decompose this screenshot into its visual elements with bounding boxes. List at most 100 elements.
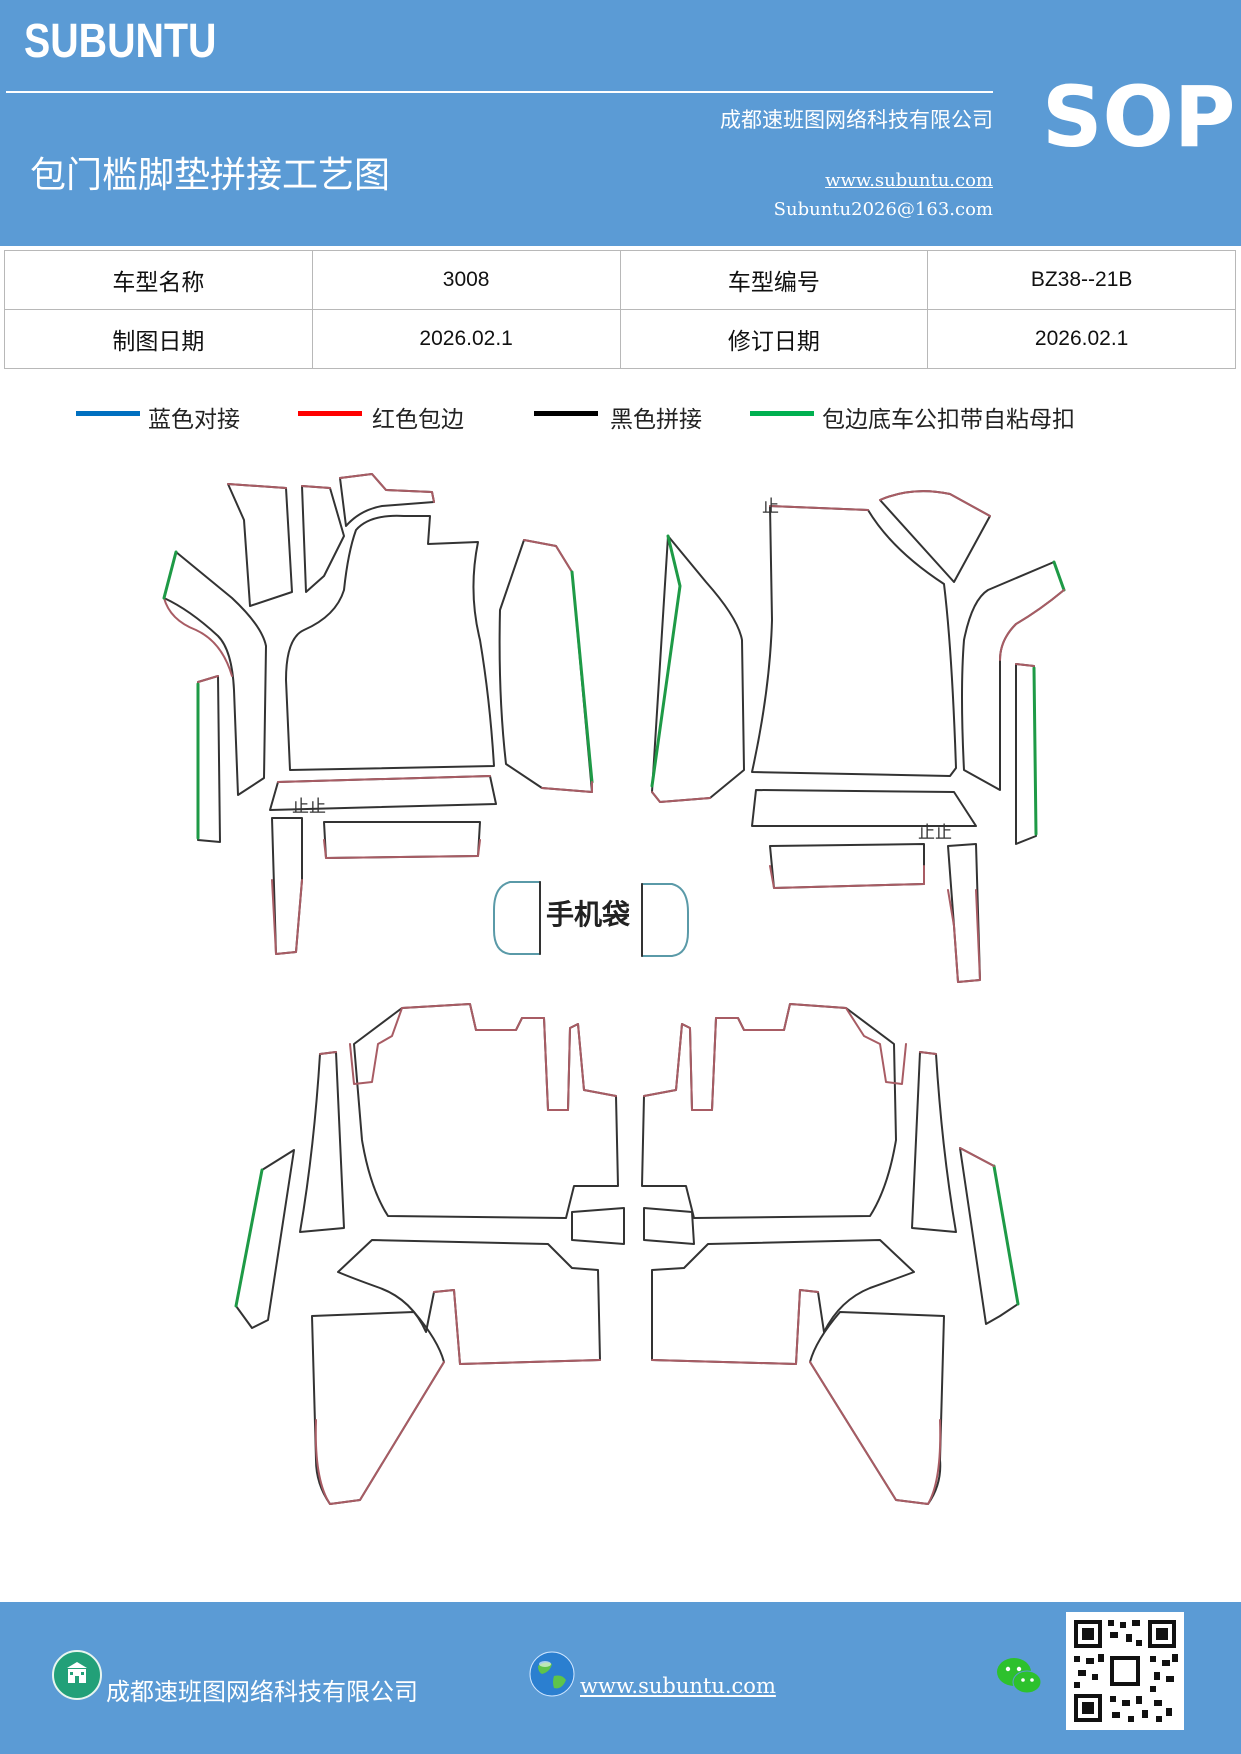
legend-label: 红色包边 (372, 407, 464, 433)
trim-edge (301, 485, 331, 489)
legend-label: 黑色拼接 (610, 407, 702, 433)
trim-edge (947, 889, 981, 983)
footer-company-name: 成都速班图网络科技有限公司 (106, 1678, 418, 1706)
mat-piece (751, 505, 957, 777)
mat-piece (498, 539, 593, 793)
phone-pocket-label: 手机袋 (546, 898, 631, 931)
mat-piece (651, 1239, 915, 1365)
mat-piece (285, 514, 495, 771)
draw-date-label: 制图日期 (4, 309, 313, 369)
trim-edge (349, 1003, 617, 1111)
legend-label: 包边底车公扣带自粘母扣 (822, 407, 1075, 433)
mat-piece (751, 789, 977, 827)
trim-edge (277, 775, 491, 783)
mat-piece (197, 675, 221, 843)
mat-piece (959, 1147, 1019, 1325)
mat-piece (227, 483, 293, 607)
trim-edge (339, 473, 435, 503)
qr-code[interactable] (1066, 1612, 1184, 1730)
velcro-edge (1032, 666, 1038, 836)
revise-date-label: 修订日期 (619, 309, 929, 369)
trim-edge (919, 1051, 937, 1055)
draw-date-value: 2026.02.1 (311, 309, 621, 369)
info-table: 车型名称 3008 车型编号 BZ38--21B 制图日期 2026.02.1 … (4, 250, 1236, 369)
trim-edge (809, 1361, 942, 1505)
upper-left-group: 止止 (162, 473, 594, 955)
mat-piece (651, 535, 745, 803)
velcro-edge (234, 1168, 264, 1308)
velcro-edge (570, 570, 594, 784)
brand-logo: SUBUNTU (24, 15, 217, 68)
sop-badge: SOP (1042, 68, 1236, 166)
mat-piece (323, 821, 481, 859)
footer-website-link[interactable]: www.subuntu.com (580, 1674, 776, 1698)
lower-left-group (234, 1003, 625, 1505)
stop-mark: 止止 (292, 797, 326, 817)
website-link[interactable]: www.subuntu.com (825, 170, 993, 191)
mat-piece (911, 1051, 957, 1233)
mat-piece (311, 1311, 445, 1505)
mat-piece (643, 1207, 695, 1245)
header-banner: SUBUNTU 成都速班图网络科技有限公司 包门槛脚垫拼接工艺图 www.sub… (0, 0, 1241, 246)
legend-swatch (76, 411, 140, 416)
mat-piece (879, 490, 991, 583)
trim-edge (433, 1289, 601, 1365)
mat-piece (163, 551, 267, 796)
trim-edge (651, 1289, 819, 1365)
trim-edge (323, 839, 481, 859)
pattern-diagram: 止止 止 止止 手机袋 (162, 473, 1066, 1505)
company-name: 成都速班图网络科技有限公司 (720, 108, 993, 132)
table-row: 车型名称 3008 车型编号 BZ38--21B (4, 250, 1236, 310)
trim-edge (319, 1051, 337, 1055)
footer-banner: 成都速班图网络科技有限公司 www.subuntu.com (0, 1602, 1241, 1754)
color-legend: 蓝色对接 红色包边 黑色拼接 包边底车公扣带自粘母扣 (0, 400, 1241, 440)
trim-edge (643, 1003, 907, 1111)
document-title: 包门槛脚垫拼接工艺图 (30, 155, 391, 196)
pocket-piece-left (493, 881, 541, 955)
wechat-icon[interactable] (994, 1654, 1044, 1698)
trim-edge (769, 505, 869, 511)
model-code-label: 车型编号 (619, 250, 929, 310)
velcro-edge (650, 534, 682, 788)
trim-edge (163, 597, 233, 677)
mat-piece (299, 1051, 345, 1233)
trim-edge (314, 1361, 445, 1505)
model-name-value: 3008 (311, 250, 621, 310)
mat-piece (235, 1149, 295, 1329)
trim-edge (959, 1147, 995, 1167)
trim-edge (769, 865, 925, 889)
trim-edge (271, 879, 303, 955)
mat-piece (337, 1239, 601, 1365)
trim-edge (1015, 663, 1035, 667)
legend-swatch (534, 411, 598, 416)
globe-icon (529, 1651, 575, 1697)
revise-date-value: 2026.02.1 (927, 309, 1236, 369)
header-divider (6, 91, 993, 93)
table-row: 制图日期 2026.02.1 修订日期 2026.02.1 (4, 309, 1236, 369)
trim-edge (541, 781, 593, 793)
stop-mark: 止 (762, 497, 779, 517)
email-address[interactable]: Subuntu2026@163.com (773, 199, 993, 220)
trim-edge (999, 589, 1065, 661)
lower-right-group (641, 1003, 1020, 1505)
mat-piece (809, 1311, 945, 1505)
velcro-edge (162, 550, 178, 600)
trim-edge (227, 483, 287, 489)
trim-edge (651, 791, 711, 803)
legend-swatch (298, 411, 362, 416)
trim-edge (879, 490, 991, 517)
model-code-value: BZ38--21B (927, 250, 1236, 310)
mat-piece (769, 843, 925, 889)
trim-edge (523, 539, 573, 573)
building-icon (52, 1650, 102, 1700)
velcro-edge (1052, 560, 1066, 592)
trim-edge (197, 675, 219, 683)
legend-swatch (750, 411, 814, 416)
phone-pocket-group: 手机袋 (493, 881, 689, 957)
mat-piece (961, 561, 1065, 791)
upper-right-group: 止 止止 (650, 490, 1066, 983)
velcro-edge (992, 1164, 1020, 1306)
mat-piece (301, 485, 345, 593)
mat-piece (571, 1207, 625, 1245)
pocket-piece-right (641, 883, 689, 957)
